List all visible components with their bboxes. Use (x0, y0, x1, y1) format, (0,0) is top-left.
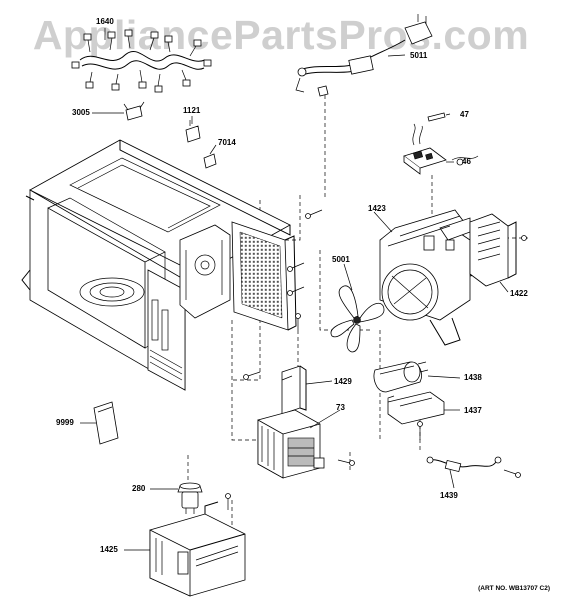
fuse-holder-280 (177, 482, 203, 514)
base-housing-1425 (149, 501, 246, 597)
callout-1438: 1438 (464, 373, 482, 382)
screws (225, 209, 528, 510)
bracket-1429 (281, 365, 307, 415)
power-cord-5011 (295, 14, 433, 97)
fuse-47 (427, 112, 446, 122)
diode-1439 (426, 456, 502, 473)
rear-vent-panel (231, 221, 297, 331)
callout-3005: 3005 (72, 108, 90, 117)
capacitor-bracket-1437 (387, 391, 445, 425)
small-switch-parts (123, 101, 217, 169)
callout-1423: 1423 (368, 204, 386, 213)
oven-cavity-chassis (21, 139, 291, 391)
art-number: (ART NO. WB13707 C2) (478, 585, 550, 592)
callout-1425: 1425 (100, 545, 118, 554)
callout-leaders (80, 28, 509, 551)
callout-1439: 1439 (440, 491, 458, 500)
callout-46: 46 (462, 157, 471, 166)
literature-card-9999 (93, 401, 119, 445)
callout-73: 73 (336, 403, 345, 412)
callout-1429: 1429 (334, 377, 352, 386)
side-bracket-1422 (469, 213, 517, 287)
callout-7014: 7014 (218, 138, 236, 147)
capacitor-1438 (373, 361, 429, 393)
callout-5001: 5001 (332, 255, 350, 264)
thermostat-board-46 (403, 123, 479, 175)
callout-1422: 1422 (510, 289, 528, 298)
wire-harness-1640 (71, 29, 212, 93)
callout-1121: 1121 (183, 106, 201, 115)
fan-blade-5001 (330, 285, 385, 353)
transformer-73 (257, 409, 325, 479)
callout-9999: 9999 (56, 418, 74, 427)
callout-5011: 5011 (410, 51, 428, 60)
callout-1437: 1437 (464, 406, 482, 415)
callout-1640: 1640 (96, 17, 114, 26)
fan-housing-1423 (379, 209, 493, 346)
callout-280: 280 (132, 484, 146, 493)
callout-47: 47 (460, 110, 469, 119)
